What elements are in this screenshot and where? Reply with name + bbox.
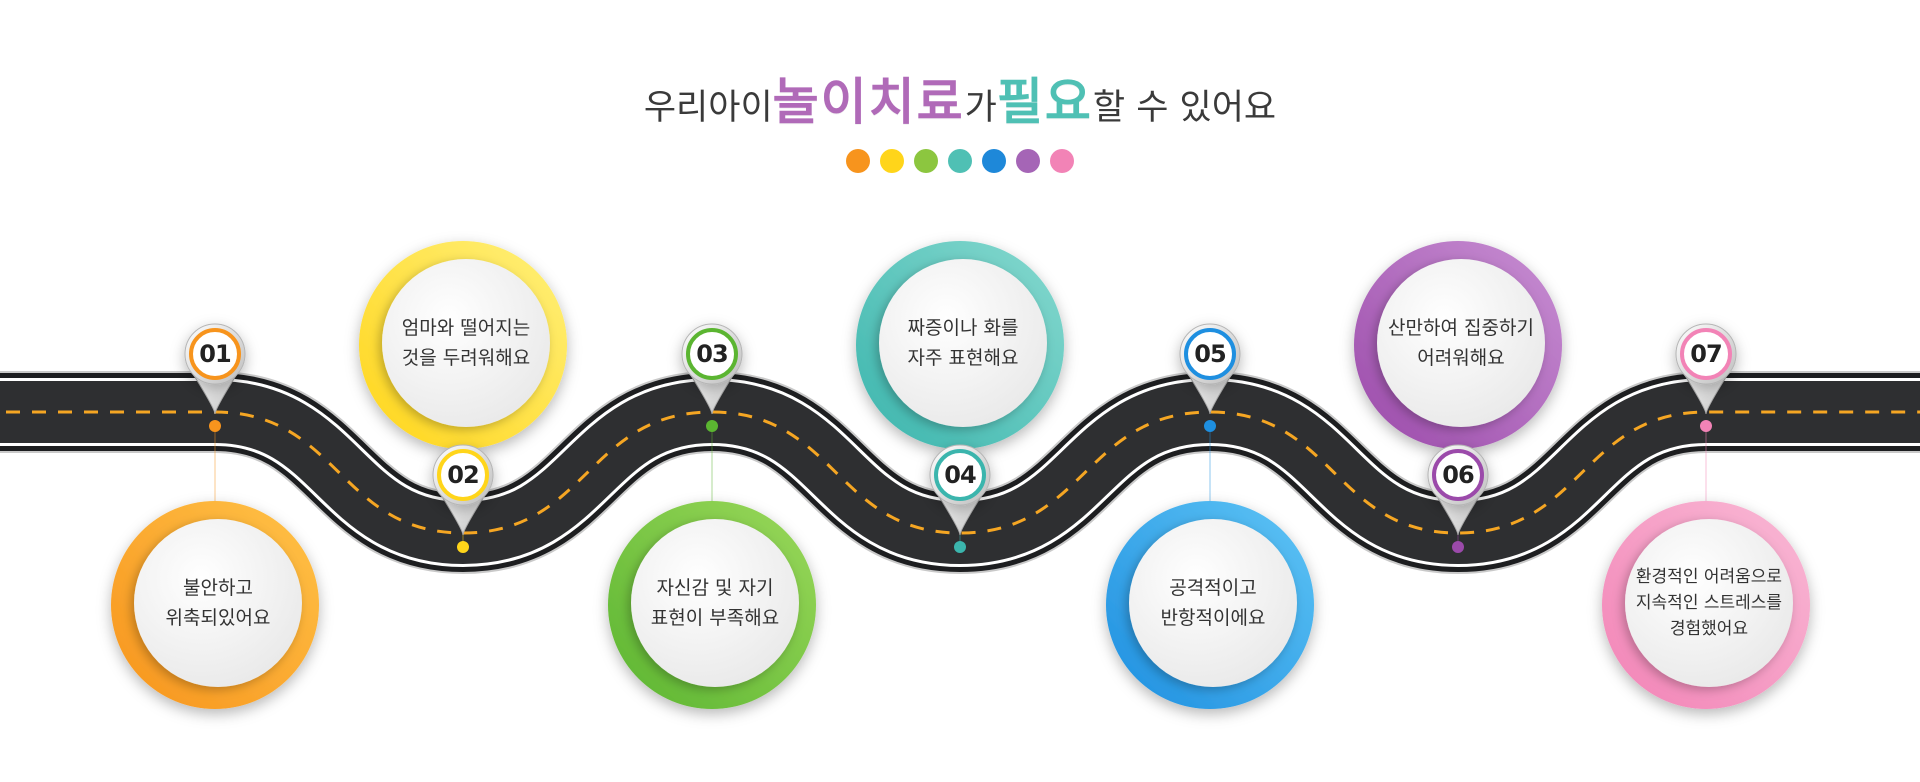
pin-tail-07: [1683, 373, 1729, 415]
pin-dot-06: [1452, 541, 1464, 553]
pin-dot-05: [1204, 420, 1216, 432]
bubble-face-01: [134, 519, 302, 687]
pin-number-03: 03: [696, 340, 728, 368]
pin-number-04: 04: [944, 461, 976, 489]
pin-ring-05: [1184, 328, 1236, 380]
pin-dot-02: [457, 541, 469, 553]
pin-dot-03: [706, 420, 718, 432]
step-text-01: 불안하고 위축되있어요: [165, 577, 271, 629]
bubble-face-02: [382, 259, 550, 427]
color-dot-4: [948, 149, 972, 173]
step-text-02: 엄마와 떨어지는 것을 두려워해요: [401, 317, 531, 369]
bubble-face-03: [631, 519, 799, 687]
pin-06: [1427, 444, 1489, 553]
pin-dot-01: [209, 420, 221, 432]
pin-tail-03: [689, 373, 735, 415]
step-bubble-05: [1106, 501, 1314, 709]
bubble-face-05: [1129, 519, 1297, 687]
color-dot-2: [880, 149, 904, 173]
step-bubble-01: [111, 501, 319, 709]
pin-number-07: 07: [1690, 340, 1722, 368]
pin-ring-07: [1680, 328, 1732, 380]
step-bubble-07: [1602, 501, 1810, 709]
color-dot-1: [846, 149, 870, 173]
step-bubble-06: [1354, 241, 1562, 449]
pin-ring-01: [189, 328, 241, 380]
pin-dot-07: [1700, 420, 1712, 432]
bubble-face-06: [1377, 259, 1545, 427]
color-dot-row: [0, 149, 1920, 175]
pin-tail-05: [1187, 373, 1233, 415]
step-bubble-02: [359, 241, 567, 449]
pin-ring-03: [686, 328, 738, 380]
step-text-05: 공격적이고 반항적이에요: [1160, 577, 1266, 629]
pin-03: [681, 323, 743, 432]
pin-dot-04: [954, 541, 966, 553]
bubble-face-07: [1625, 519, 1793, 687]
pin-tail-01: [192, 373, 238, 415]
step-text-07: 환경적인 어려움으로 지속적인 스트레스를 경험했어요: [1635, 567, 1783, 639]
pin-number-05: 05: [1194, 340, 1226, 368]
title-part-2: 가: [964, 88, 997, 128]
pin-tail-04: [937, 494, 983, 536]
pin-07: [1675, 323, 1737, 432]
title-part-1: 우리아이: [643, 88, 773, 128]
step-bubble-04: [856, 241, 1064, 449]
pin-number-02: 02: [447, 461, 479, 489]
color-dot-7: [1050, 149, 1074, 173]
pin-ring-02: [437, 449, 489, 501]
step-bubbles: [111, 241, 1810, 709]
pin-tail-06: [1435, 494, 1481, 536]
title-highlight-play-therapy: 놀이치료: [772, 73, 965, 131]
step-text-06: 산만하여 집중하기 어려워해요: [1388, 317, 1534, 369]
pin-ring-04: [934, 449, 986, 501]
title-highlight-need: 필요: [996, 73, 1093, 131]
pin-02: [432, 444, 494, 553]
color-dot-5: [982, 149, 1006, 173]
pin-number-01: 01: [199, 340, 231, 368]
pin-05: [1179, 323, 1241, 432]
pin-04: [929, 444, 991, 553]
step-text-04: 짜증이나 화를 자주 표현해요: [907, 317, 1019, 369]
color-dot-3: [914, 149, 938, 173]
map-pins: [184, 323, 1737, 553]
title-part-3: 할 수 있어요: [1092, 88, 1277, 128]
step-text-03: 자신감 및 자기 표현이 부족해요: [650, 577, 780, 629]
pin-01: [184, 323, 246, 432]
pin-number-06: 06: [1442, 461, 1474, 489]
pin-ring-06: [1432, 449, 1484, 501]
pin-tail-02: [440, 494, 486, 536]
page-title: 우리아이 놀이치료가 필요할 수 있어요: [0, 62, 1920, 142]
color-dot-6: [1016, 149, 1040, 173]
bubble-face-04: [879, 259, 1047, 427]
step-bubble-03: [608, 501, 816, 709]
